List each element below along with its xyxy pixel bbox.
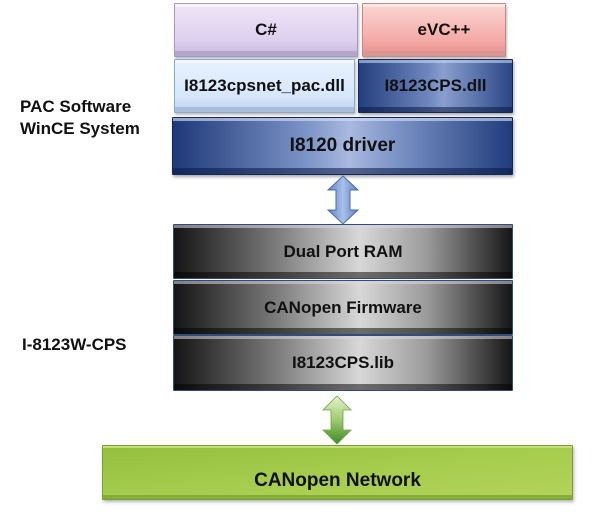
dual-port-ram-label: Dual Port RAM <box>283 241 403 261</box>
canopen-network-label: CANopen Network <box>254 469 421 491</box>
dual-port-ram-block: Dual Port RAM <box>173 224 513 279</box>
canopen-firmware-label: CANopen Firmware <box>264 297 422 317</box>
canopen-firmware-block: CANopen Firmware <box>173 280 513 335</box>
csharp-label: C# <box>255 20 277 39</box>
module-label: I-8123W-CPS <box>22 335 127 354</box>
pac-software-label-line1: PAC Software <box>20 97 132 116</box>
cps-dll-label: I8123CPS.dll <box>384 76 487 95</box>
cps-lib-label: I8123CPS.lib <box>291 353 395 372</box>
canopen-network-block: CANopen Network <box>102 445 573 500</box>
evc-block: eVC++ <box>362 3 506 57</box>
csharp-block: C# <box>174 3 358 57</box>
cps-dll-block: I8123CPS.dll <box>358 59 513 113</box>
net-dll-label: I8123cpsnet_pac.dll <box>184 76 345 95</box>
cps-lib-block: I8123CPS.lib <box>173 335 513 391</box>
net-dll-block: I8123cpsnet_pac.dll <box>174 59 355 113</box>
lib-network-arrow-icon <box>322 395 352 445</box>
pac-software-label-line2: WinCE System <box>20 119 140 138</box>
driver-label: I8120 driver <box>289 135 396 156</box>
driver-block: I8120 driver <box>172 117 513 175</box>
evc-label: eVC++ <box>417 20 471 39</box>
pac-software-label: PAC Software WinCE System <box>20 96 140 140</box>
driver-ram-arrow-icon <box>326 175 360 225</box>
